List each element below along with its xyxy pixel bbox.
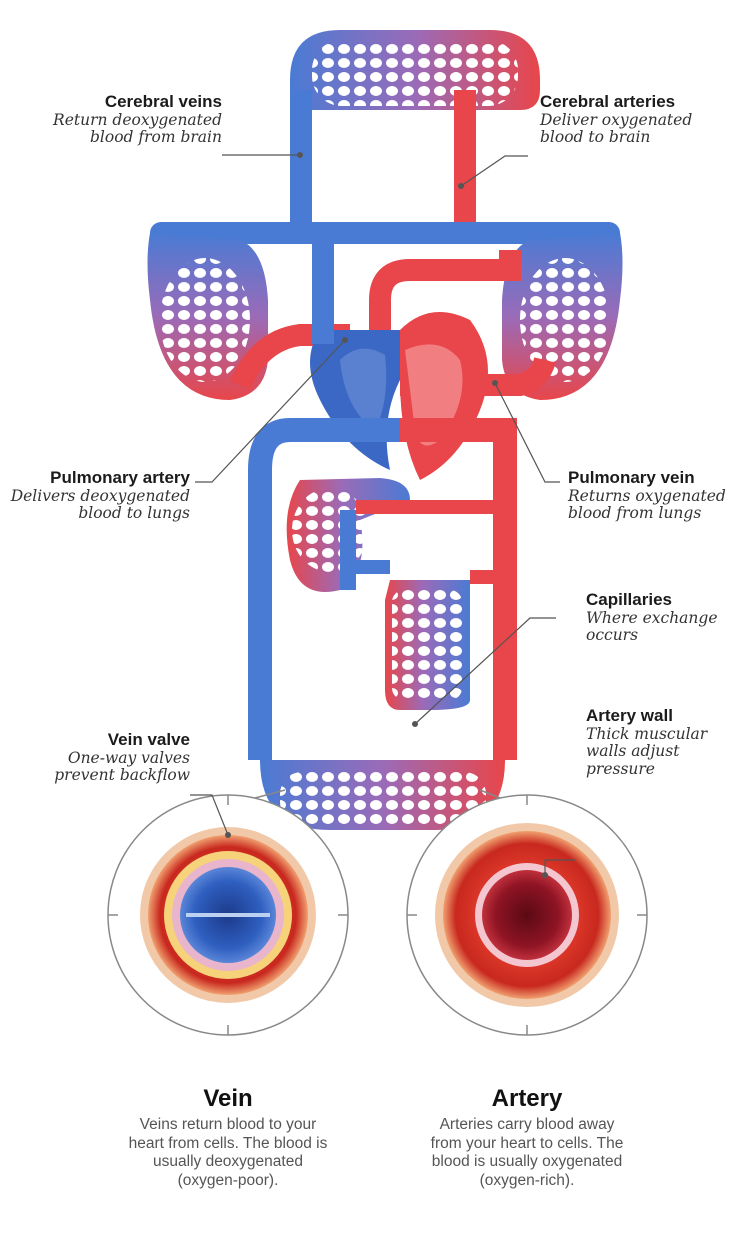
caption-artery-line-4: (oxygen-rich). [397, 1172, 657, 1191]
label-pulmonary-artery: Pulmonary artery Delivers deoxygenated b… [4, 468, 190, 523]
label-vein-valve-title: Vein valve [10, 730, 190, 750]
brain-capillary-bed [290, 30, 540, 205]
label-pulmonary-artery-title: Pulmonary artery [4, 468, 190, 488]
label-pulmonary-vein: Pulmonary vein Returns oxygenated blood … [568, 468, 752, 523]
organ-capillaries [287, 478, 505, 710]
artery-cross-section [407, 795, 647, 1035]
label-cerebral-arteries-desc-2: blood to brain [540, 129, 740, 147]
caption-artery-line-3: blood is usually oxygenated [397, 1153, 657, 1172]
label-cerebral-veins-desc-1: Return deoxygenated [50, 112, 222, 130]
caption-vein: Vein Veins return blood to your heart fr… [98, 1085, 358, 1190]
label-cerebral-arteries-desc-1: Deliver oxygenated [540, 112, 740, 130]
label-capillaries: Capillaries Where exchange occurs [586, 590, 746, 645]
cerebral-vein-vessel [290, 90, 312, 230]
caption-artery-heading: Artery [397, 1085, 657, 1113]
label-vein-valve-desc-1: One-way valves [10, 750, 190, 768]
vein-cross-section [108, 795, 348, 1035]
label-artery-wall-desc-2: walls adjust [586, 743, 746, 761]
label-vein-valve: Vein valve One-way valves prevent backfl… [10, 730, 190, 785]
label-capillaries-title: Capillaries [586, 590, 746, 610]
label-pulmonary-vein-desc-1: Returns oxygenated [568, 488, 752, 506]
label-cerebral-veins-title: Cerebral veins [50, 92, 222, 112]
caption-vein-line-4: (oxygen-poor). [98, 1172, 358, 1191]
label-vein-valve-desc-2: prevent backflow [10, 767, 190, 785]
caption-artery: Artery Arteries carry blood away from yo… [397, 1085, 657, 1190]
label-cerebral-arteries: Cerebral arteries Deliver oxygenated blo… [540, 92, 740, 147]
label-cerebral-veins: Cerebral veins Return deoxygenated blood… [50, 92, 222, 147]
label-pulmonary-artery-desc-2: blood to lungs [4, 505, 190, 523]
caption-vein-heading: Vein [98, 1085, 358, 1113]
label-pulmonary-vein-title: Pulmonary vein [568, 468, 752, 488]
label-capillaries-desc-1: Where exchange [586, 610, 746, 628]
caption-vein-line-1: Veins return blood to your [98, 1116, 358, 1135]
caption-vein-line-3: usually deoxygenated [98, 1153, 358, 1172]
cerebral-artery-vessel [454, 90, 476, 230]
label-artery-wall: Artery wall Thick muscular walls adjust … [586, 706, 746, 779]
label-capillaries-desc-2: occurs [586, 627, 746, 645]
label-artery-wall-title: Artery wall [586, 706, 746, 726]
caption-vein-line-2: heart from cells. The blood is [98, 1135, 358, 1154]
label-cerebral-veins-desc-2: blood from brain [50, 129, 222, 147]
label-artery-wall-desc-1: Thick muscular [586, 726, 746, 744]
heart [310, 244, 510, 480]
label-pulmonary-vein-desc-2: blood from lungs [568, 505, 752, 523]
caption-artery-line-2: from your heart to cells. The [397, 1135, 657, 1154]
label-pulmonary-artery-desc-1: Delivers deoxygenated [4, 488, 190, 506]
label-artery-wall-desc-3: pressure [586, 761, 746, 779]
label-cerebral-arteries-title: Cerebral arteries [540, 92, 740, 112]
caption-artery-line-1: Arteries carry blood away [397, 1116, 657, 1135]
